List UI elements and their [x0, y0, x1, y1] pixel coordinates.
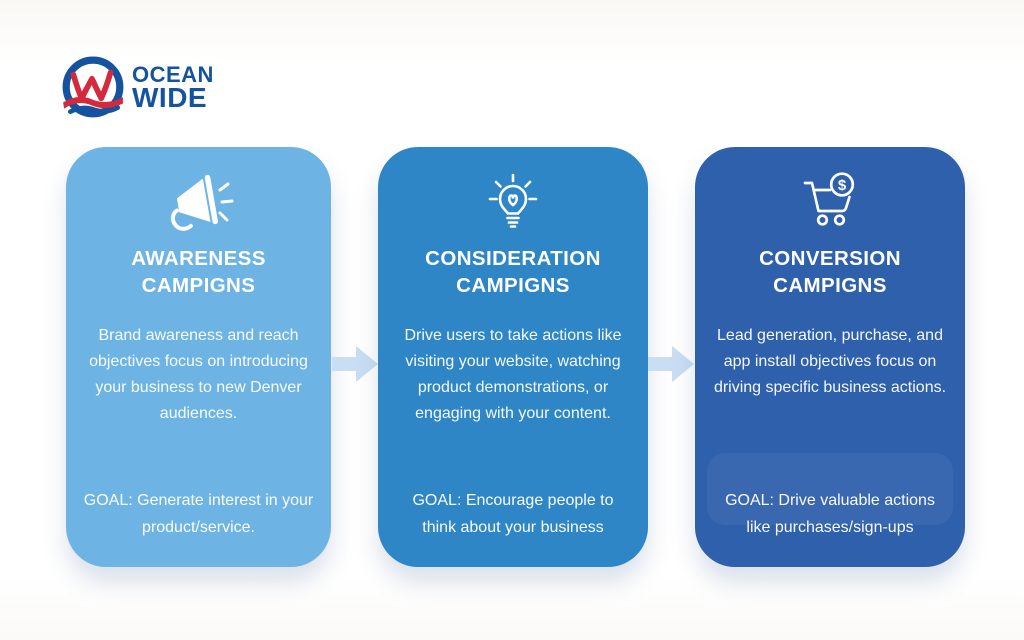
conversion-card-body: Lead generation, purchase, and app insta…	[713, 327, 947, 396]
logo-emblem-icon	[62, 56, 124, 118]
awareness-card-title: AWARENESS CAMPIGNS	[131, 247, 266, 298]
ocean-wide-logo: OCEAN WIDE	[60, 55, 214, 121]
awareness-card-body: Brand awareness and reach objectives foc…	[89, 327, 308, 422]
svg-text:$: $	[838, 177, 847, 194]
logo-line-wide: WIDE	[132, 82, 208, 114]
consideration-card-goal: GOAL: Encourage people to think about yo…	[412, 492, 614, 536]
logo-line-ocean: OCEAN	[132, 62, 214, 87]
consideration-card-body: Drive users to take actions like visitin…	[404, 327, 622, 422]
consideration-card-title: CONSIDERATION CAMPIGNS	[425, 247, 601, 298]
lightbulb-icon	[481, 169, 545, 237]
conversion-card-title: CONVERSION CAMPIGNS	[759, 247, 901, 298]
right-arrow-icon	[332, 346, 378, 382]
awareness-card: AWARENESS CAMPIGNS Brand awareness and r…	[66, 147, 331, 567]
cart-dollar-icon: $	[797, 169, 863, 237]
awareness-card-goal: GOAL: Generate interest in your product/…	[83, 492, 314, 536]
logo-text: OCEAN WIDE	[132, 62, 214, 114]
right-arrow-icon	[648, 346, 694, 382]
conversion-card-goal: GOAL: Drive valuable actions like purcha…	[725, 492, 935, 536]
conversion-card: $ CONVERSION CAMPIGNS Lead generation, p…	[695, 147, 965, 567]
consideration-card: CONSIDERATION CAMPIGNS Drive users to ta…	[378, 147, 648, 567]
megaphone-icon	[163, 169, 235, 237]
